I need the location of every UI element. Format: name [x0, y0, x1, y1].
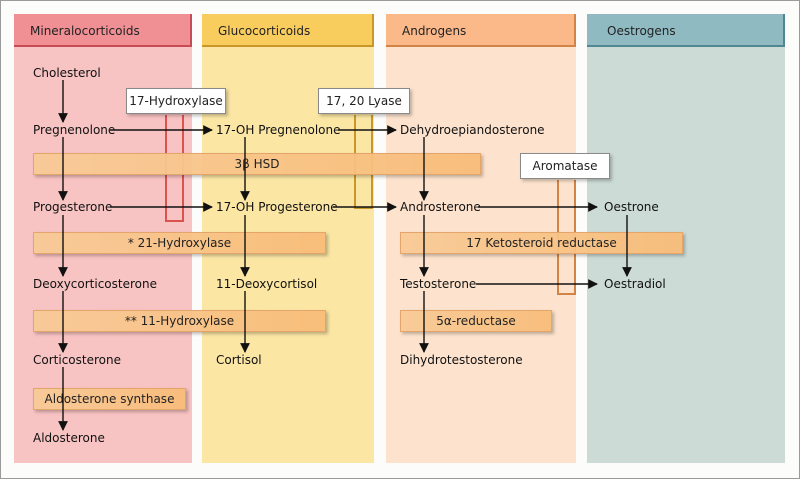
aldosterone-synthase-bar: Aldosterone synthase — [33, 388, 186, 410]
compound-17oh-progesterone: 17-OH Progesterone — [216, 200, 338, 214]
lyase1720-tag: 17, 20 Lyase — [318, 88, 410, 114]
aromatase-tag: Aromatase — [520, 153, 610, 179]
compound-progesterone: Progesterone — [33, 200, 113, 214]
compound-11-deoxycortisol: 11-Deoxycortisol — [216, 277, 318, 291]
androgens-header: Androgens — [386, 14, 576, 47]
compound-17oh-pregnenolone: 17-OH Pregnenolone — [216, 123, 341, 137]
hydroxylase21-bar: * 21-Hydroxylase — [33, 232, 326, 254]
hsd3b-bar: 3β HSD — [33, 153, 481, 175]
compound-deoxycorticosterone: Deoxycorticosterone — [33, 277, 157, 291]
hydroxylase17-tag: 17-Hydroxylase — [126, 88, 226, 114]
compound-cholesterol: Cholesterol — [33, 66, 101, 80]
oestrogens-header: Oestrogens — [587, 14, 785, 47]
compound-testosterone: Testosterone — [400, 277, 477, 291]
compound-dhea: Dehydroepiandosterone — [400, 123, 545, 137]
compound-androsterone: Androsterone — [400, 200, 481, 214]
compound-pregnenolone: Pregnenolone — [33, 123, 116, 137]
glucocorticoids-header: Glucocorticoids — [202, 14, 374, 47]
mineralocorticoids-header: Mineralocorticoids — [14, 14, 192, 47]
hydroxylase11-bar: ** 11-Hydroxylase — [33, 310, 326, 332]
compound-oestrone: Oestrone — [604, 200, 659, 214]
reductase5a-bar: 5α-reductase — [400, 310, 552, 332]
ketosteroid-reductase-bar: 17 Ketosteroid reductase — [400, 232, 683, 254]
compound-oestradiol: Oestradiol — [604, 277, 666, 291]
compound-corticosterone: Corticosterone — [33, 353, 121, 367]
compound-dihydrotestosterone: Dihydrotestosterone — [400, 353, 523, 367]
compound-cortisol: Cortisol — [216, 353, 262, 367]
compound-aldosterone: Aldosterone — [33, 431, 105, 445]
